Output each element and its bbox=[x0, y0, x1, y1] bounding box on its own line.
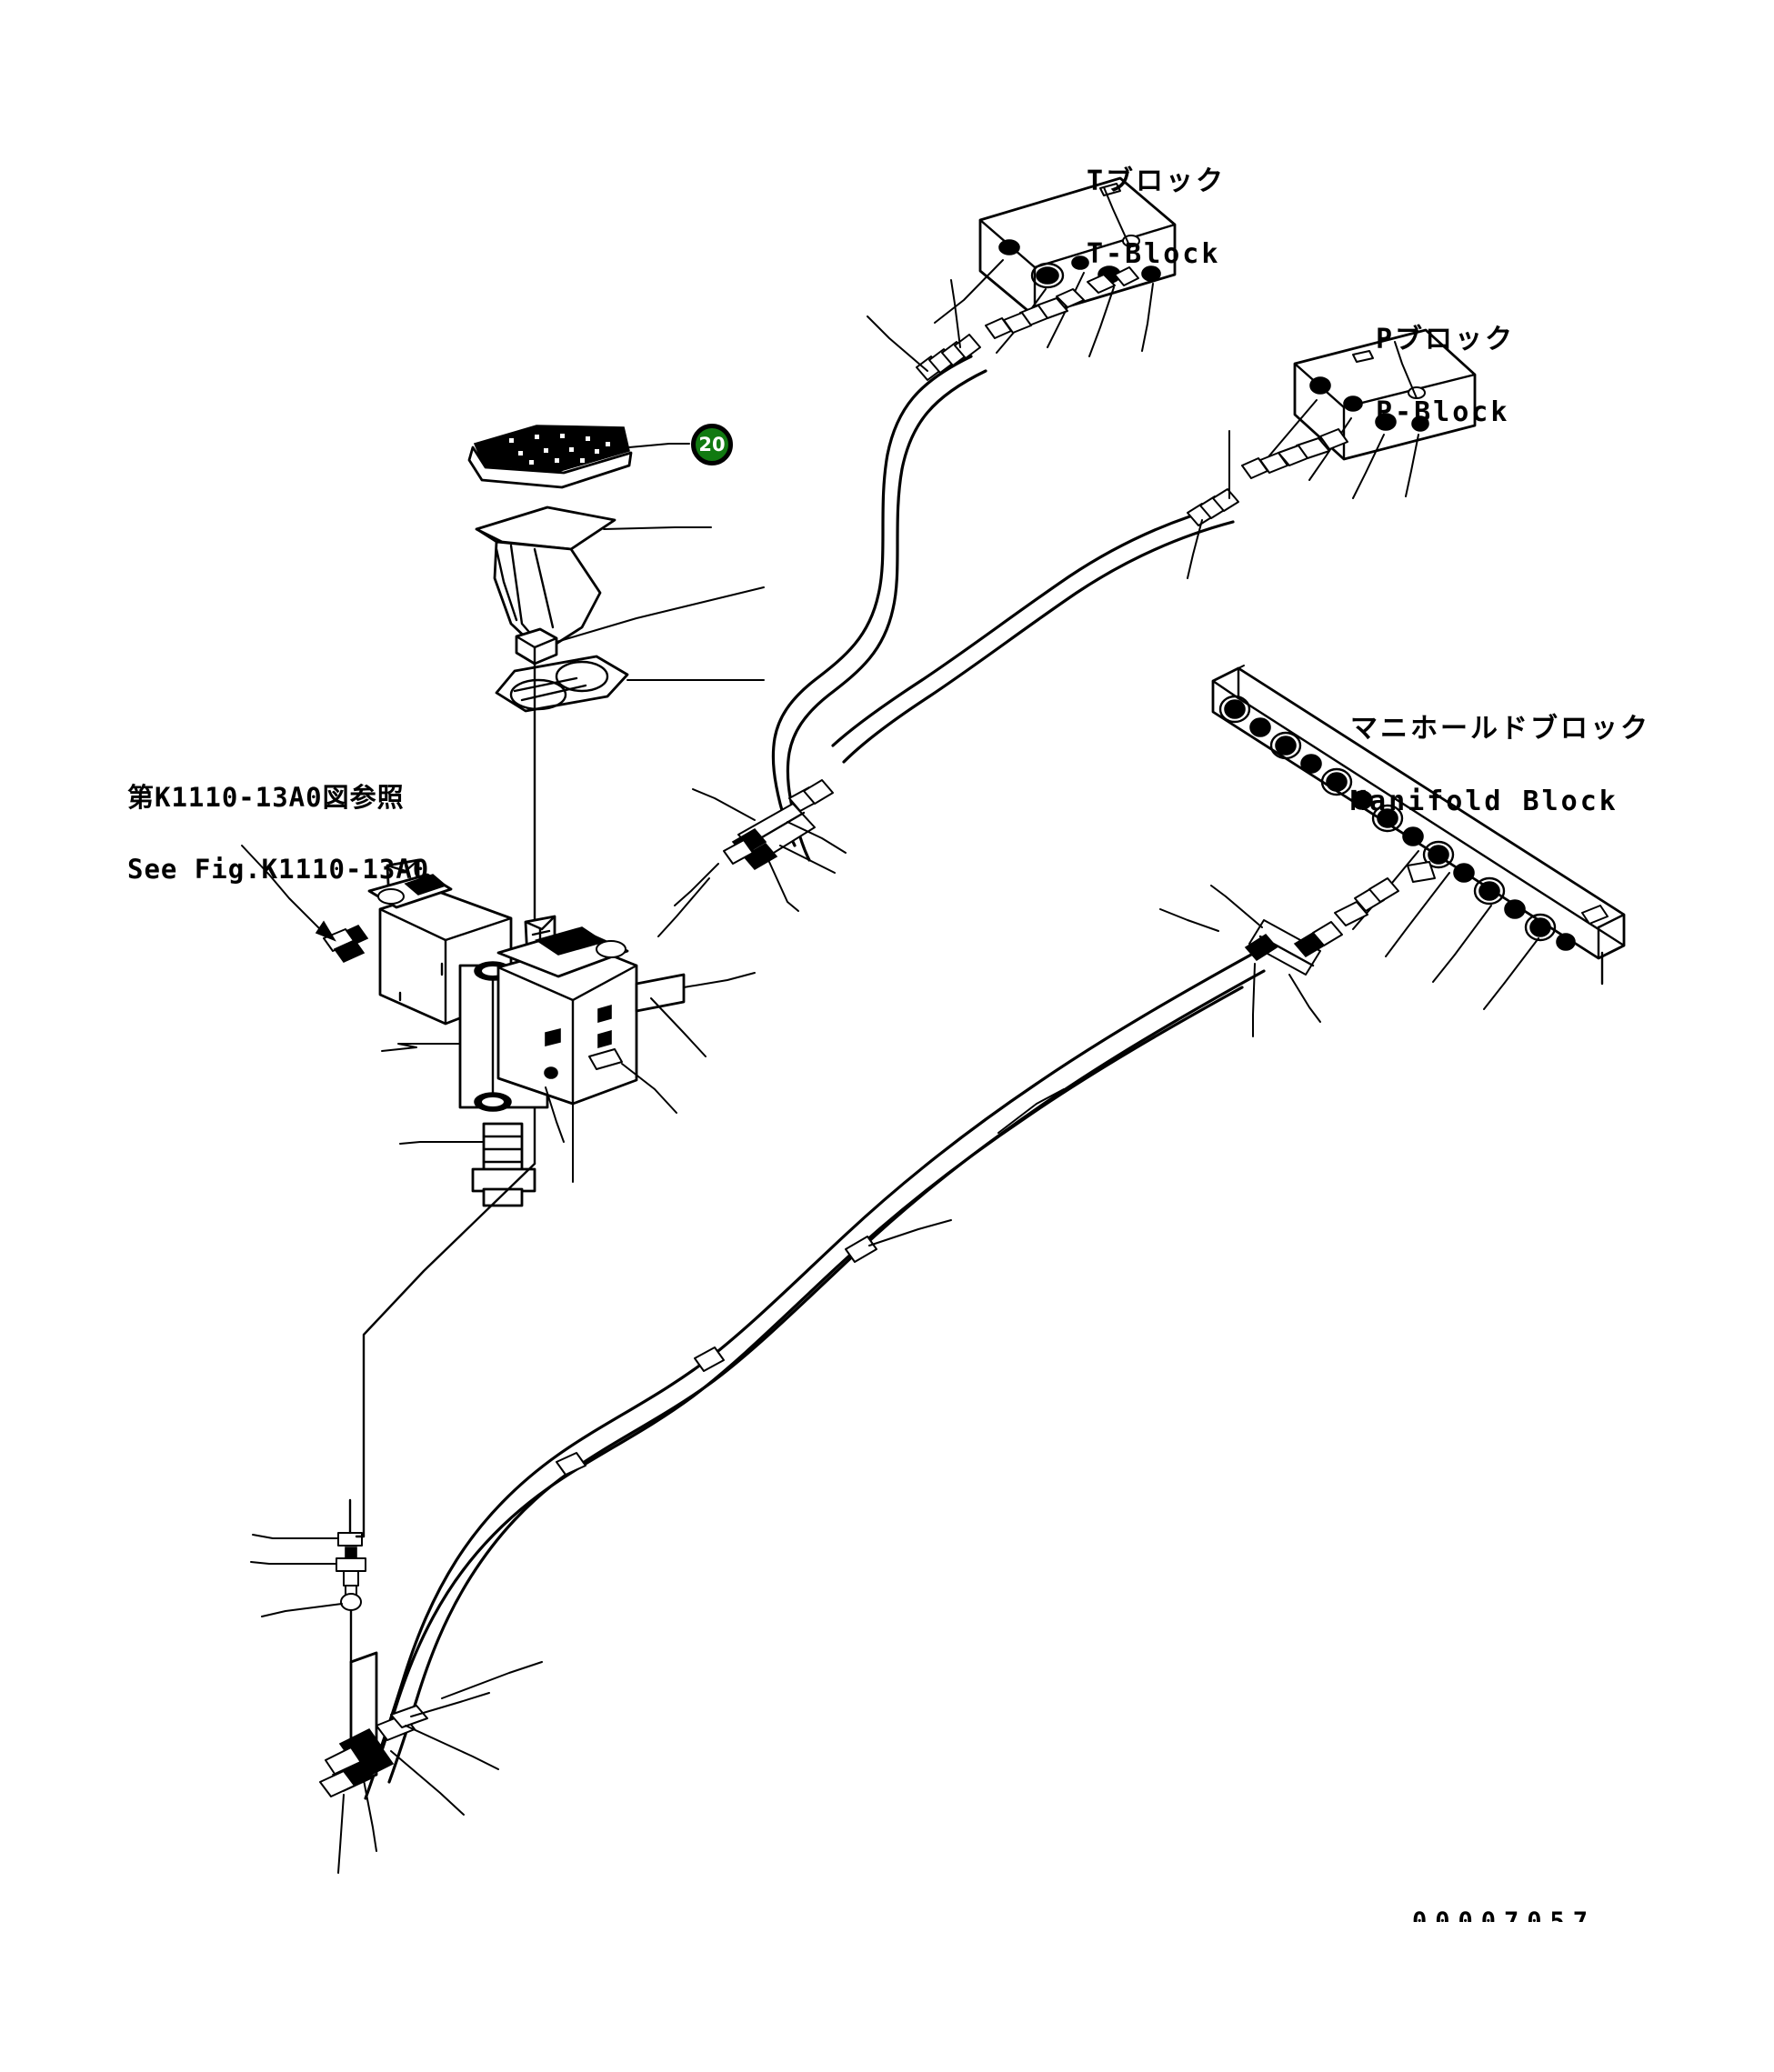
t-block-fittings bbox=[985, 266, 1139, 339]
label-manifold-block-en: Manifold Block bbox=[1350, 786, 1619, 818]
hose-upper-right bbox=[831, 430, 1239, 764]
label-p-block: Pブロック P-Block bbox=[1376, 284, 1515, 468]
label-manifold-block-jp: マニホールドブロック bbox=[1350, 712, 1650, 745]
drawing-id-watermark: 00007057 bbox=[1412, 1909, 1596, 1922]
cross-fitting bbox=[336, 1546, 366, 1597]
hose-ferrule-upper-right bbox=[1187, 488, 1239, 526]
label-see-figure-reference: 第K1110-13A0図参照 See Fig.K1110-13A0 bbox=[127, 743, 429, 925]
label-p-block-en: P-Block bbox=[1376, 396, 1510, 429]
p-block-body bbox=[1293, 328, 1477, 461]
hose-clamps bbox=[556, 1236, 877, 1476]
p-block-leaders bbox=[1265, 341, 1419, 499]
bottom-terminal bbox=[319, 1651, 543, 1874]
bolt bbox=[399, 1122, 536, 1207]
callout-badge-number: 20 bbox=[698, 433, 726, 455]
label-t-block-jp: Tブロック bbox=[1087, 165, 1227, 197]
small-parts-column bbox=[250, 1498, 366, 1664]
label-t-block-en: T-Block bbox=[1087, 238, 1221, 271]
hose-ferrule-upper-left bbox=[916, 334, 981, 381]
pedal-assembly bbox=[467, 425, 712, 655]
label-p-block-jp: Pブロック bbox=[1376, 323, 1516, 355]
label-see-figure-jp: 第K1110-13A0図参照 bbox=[127, 781, 405, 813]
hose-lower bbox=[364, 953, 1266, 1800]
t-block-leaders bbox=[934, 186, 1154, 357]
hose-upper-left bbox=[771, 279, 987, 862]
manifold-fitting-cluster bbox=[1159, 861, 1436, 1037]
valve-right bbox=[381, 915, 756, 1183]
manifold-ports bbox=[1218, 695, 1576, 951]
p-block-fittings bbox=[1241, 428, 1348, 479]
label-manifold-block: マニホールドブロック Manifold Block bbox=[1350, 673, 1650, 857]
manifold-block-body bbox=[1211, 665, 1626, 986]
label-see-figure-en: See Fig.K1110-13A0 bbox=[127, 853, 430, 885]
center-fitting-cluster bbox=[657, 779, 847, 937]
label-t-block: Tブロック T-Block bbox=[1087, 125, 1226, 310]
callout-badge-20[interactable]: 20 bbox=[691, 424, 733, 465]
